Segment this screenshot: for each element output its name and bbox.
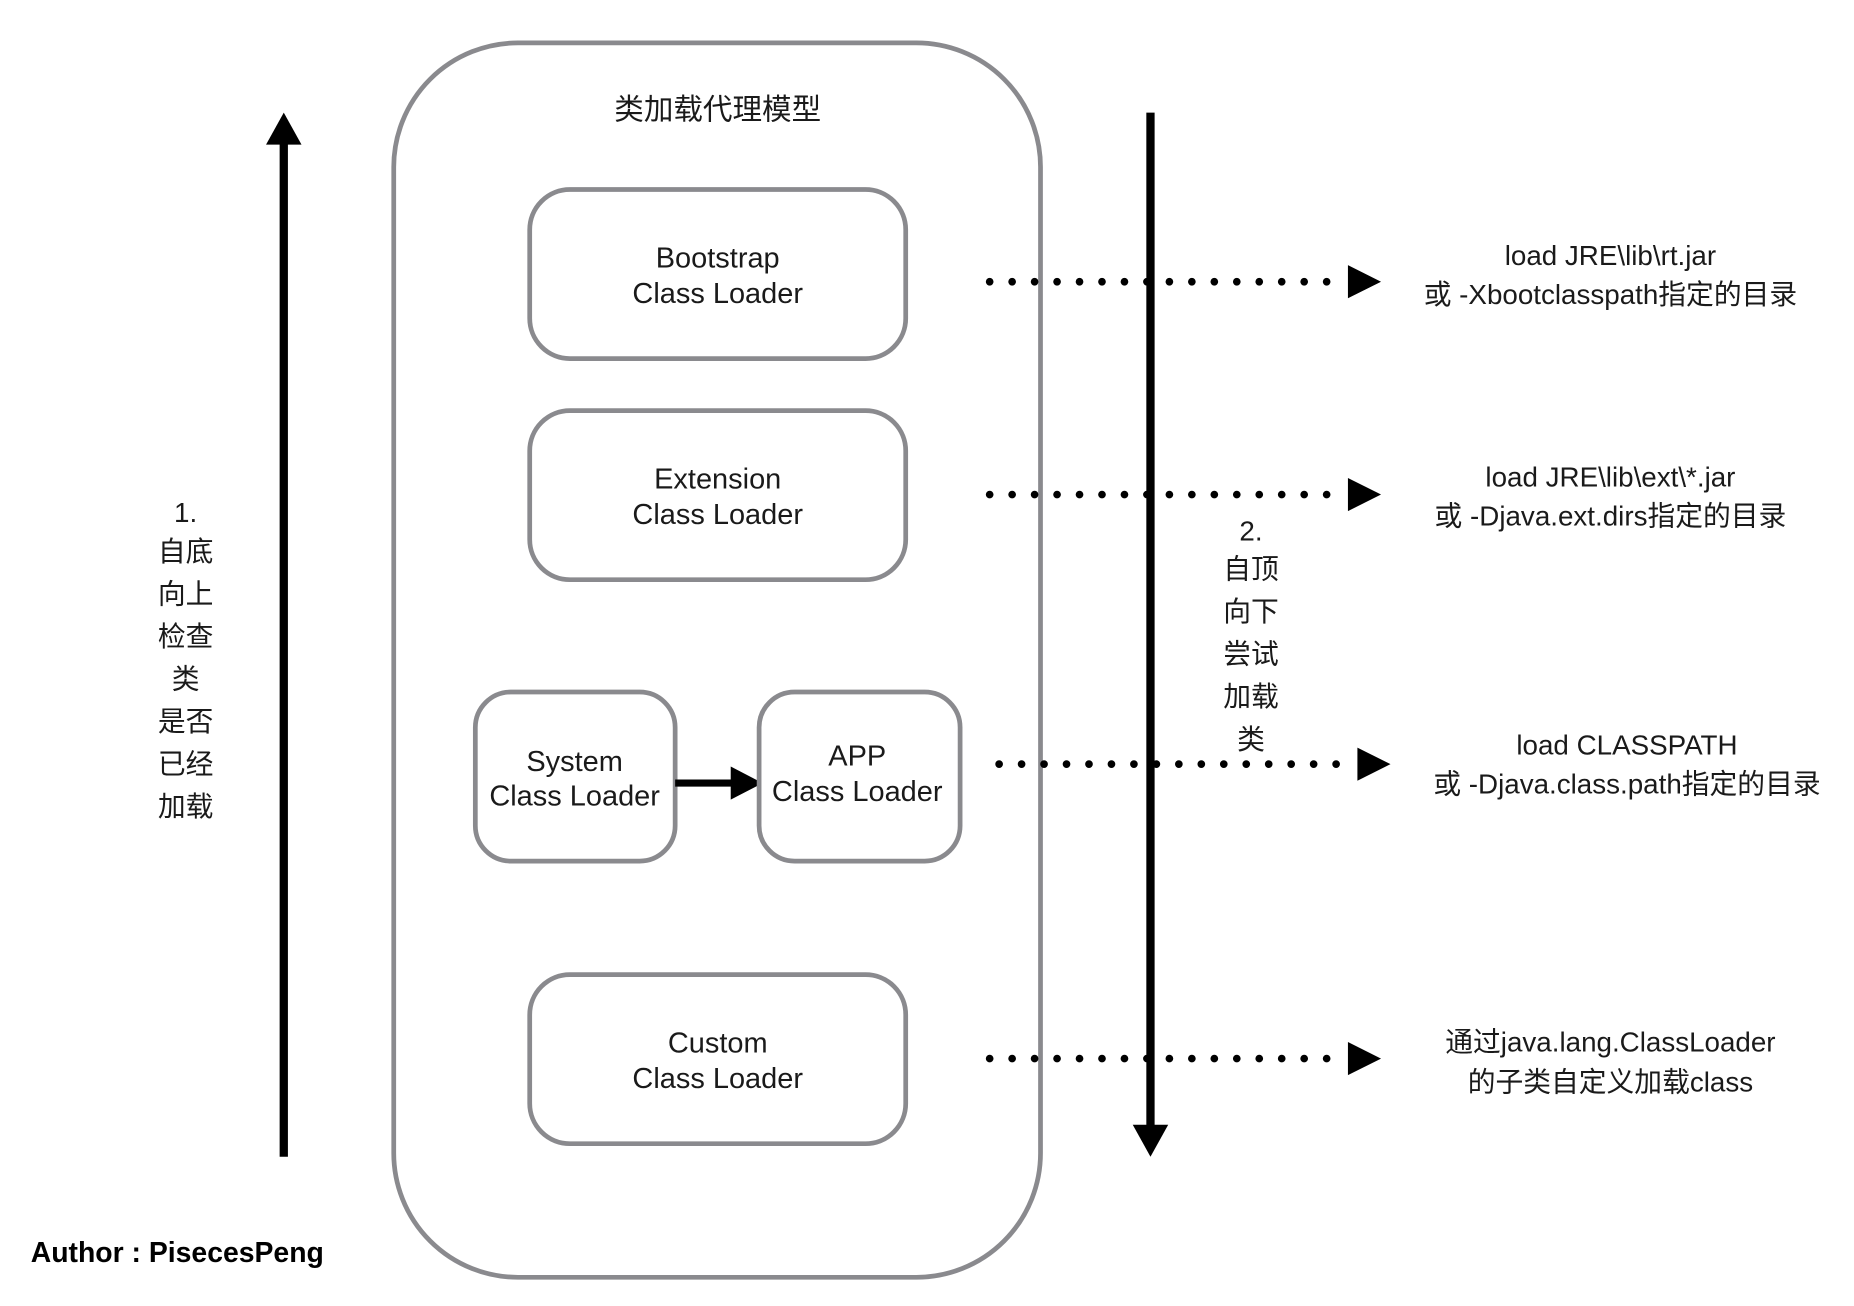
bottom-up-caption-line: 检查 xyxy=(158,621,214,652)
bottom-up-caption-line: 是否 xyxy=(158,706,214,737)
app-loader-suffix: Class Loader xyxy=(772,776,943,808)
app-loader-box: APP Class Loader xyxy=(756,689,963,864)
extension-loader-frame xyxy=(527,408,909,583)
top-down-caption: 2. 自顶 向下 尝试 加载 类 xyxy=(1223,516,1279,755)
system-to-app-arrowhead xyxy=(730,766,763,800)
bootstrap-loader-suffix: Class Loader xyxy=(632,278,803,310)
top-down-caption-line: 类 xyxy=(1237,724,1265,755)
system-loader-frame xyxy=(472,689,678,864)
extension-loader-box: Extension Class Loader xyxy=(527,408,909,583)
bootstrap-path-line: 或 -Xbootclasspath指定的目录 xyxy=(1424,279,1797,310)
custom-path-arrow xyxy=(985,1042,1382,1076)
extension-path-arrowhead xyxy=(1347,478,1382,512)
top-down-caption-line: 加载 xyxy=(1223,681,1279,712)
app-path-line: load CLASSPATH xyxy=(1516,730,1737,761)
bootstrap-loader-box: Bootstrap Class Loader xyxy=(527,187,909,361)
extension-loader-suffix: Class Loader xyxy=(632,499,803,531)
system-to-app-arrow xyxy=(675,766,763,800)
top-down-arrow xyxy=(1132,112,1169,1157)
top-down-caption-line: 向下 xyxy=(1223,596,1279,627)
top-down-caption-line: 自顶 xyxy=(1223,554,1279,585)
delegation-model-container xyxy=(391,40,1043,1280)
system-loader-name: System xyxy=(526,746,623,778)
bottom-up-caption-line: 已经 xyxy=(158,749,214,780)
bottom-up-caption-line: 自底 xyxy=(158,536,214,567)
bootstrap-loader-frame xyxy=(527,187,909,361)
bottom-up-arrow xyxy=(266,112,302,1157)
app-path-line: 或 -Djava.class.path指定的目录 xyxy=(1433,769,1820,800)
bottom-up-caption-line: 向上 xyxy=(158,578,214,609)
bottom-up-caption-line: 1. xyxy=(174,497,197,528)
top-down-caption-line: 尝试 xyxy=(1223,639,1279,670)
app-loader-frame xyxy=(756,689,963,864)
top-down-arrowhead xyxy=(1132,1124,1169,1157)
top-down-caption-line: 2. xyxy=(1239,516,1262,547)
custom-path-arrowhead xyxy=(1347,1042,1382,1076)
custom-path-line: 通过java.lang.ClassLoader xyxy=(1445,1026,1775,1057)
bootstrap-path-note: load JRE\lib\rt.jar 或 -Xbootclasspath指定的… xyxy=(1424,240,1797,310)
bottom-up-caption-line: 类 xyxy=(172,663,200,694)
extension-path-line: 或 -Djava.ext.dirs指定的目录 xyxy=(1435,500,1787,531)
extension-path-arrow xyxy=(985,478,1382,512)
bootstrap-loader-name: Bootstrap xyxy=(656,243,780,275)
system-loader-suffix: Class Loader xyxy=(489,781,660,813)
bootstrap-path-line: load JRE\lib\rt.jar xyxy=(1505,240,1716,271)
custom-loader-box: Custom Class Loader xyxy=(527,972,909,1147)
app-path-arrow xyxy=(995,747,1391,781)
bootstrap-path-arrowhead xyxy=(1347,265,1382,299)
extension-loader-name: Extension xyxy=(654,464,781,496)
custom-path-note: 通过java.lang.ClassLoader 的子类自定义加载class xyxy=(1445,1026,1775,1097)
system-loader-box: System Class Loader xyxy=(472,689,678,864)
bottom-up-arrowhead xyxy=(266,112,302,145)
custom-loader-name: Custom xyxy=(668,1028,768,1060)
bottom-up-caption: 1. 自底 向上 检查 类 是否 已经 加载 xyxy=(158,497,214,822)
diagram-title: 类加载代理模型 xyxy=(614,94,821,127)
app-path-note: load CLASSPATH 或 -Djava.class.path指定的目录 xyxy=(1433,730,1820,800)
app-path-arrowhead xyxy=(1357,747,1391,781)
bottom-up-caption-line: 加载 xyxy=(158,791,214,822)
custom-loader-frame xyxy=(527,972,909,1147)
app-loader-name: APP xyxy=(828,740,886,772)
bootstrap-path-arrow xyxy=(985,265,1382,299)
custom-path-line: 的子类自定义加载class xyxy=(1468,1067,1753,1098)
extension-path-line: load JRE\lib\ext\*.jar xyxy=(1485,461,1735,492)
author-credit: Author : PisecesPeng xyxy=(31,1237,324,1269)
extension-path-note: load JRE\lib\ext\*.jar 或 -Djava.ext.dirs… xyxy=(1435,461,1787,531)
custom-loader-suffix: Class Loader xyxy=(632,1063,803,1095)
